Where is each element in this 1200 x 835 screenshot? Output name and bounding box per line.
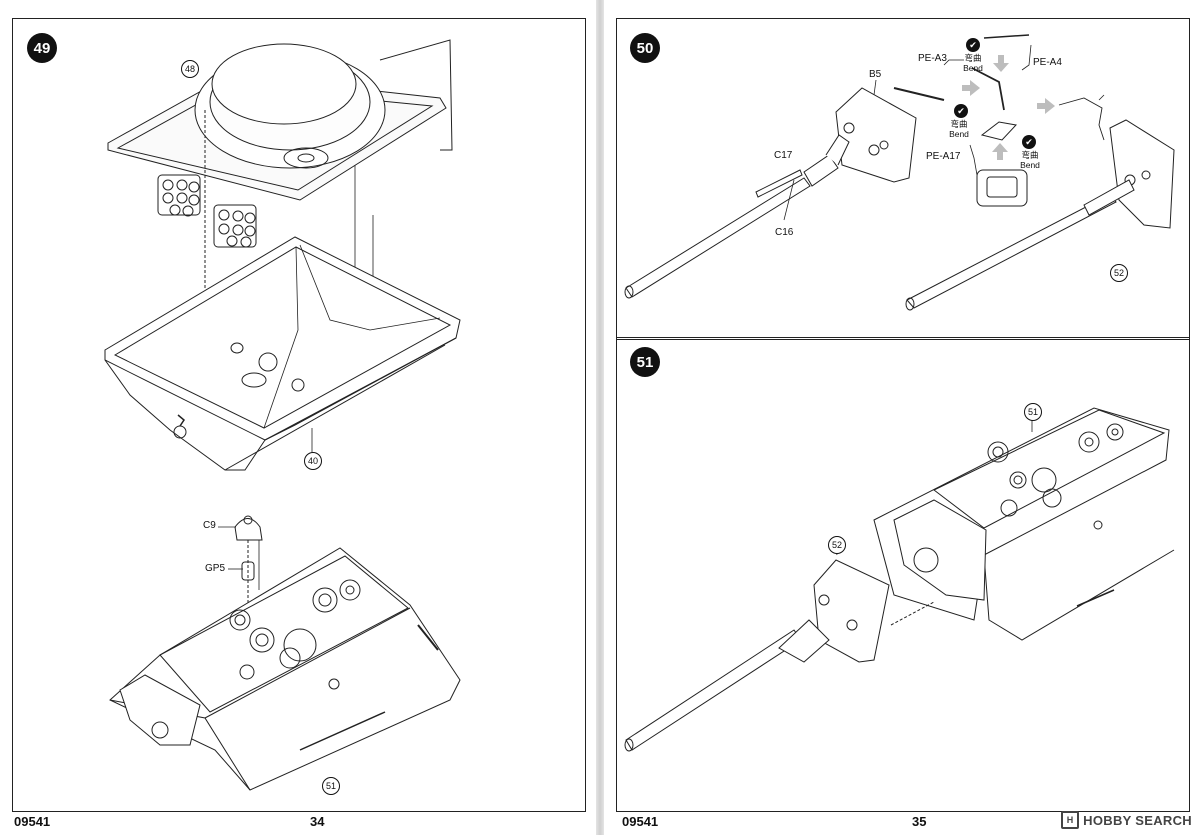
step-50-badge: 50 (630, 33, 660, 63)
part-51-callout-step51: 51 (1024, 403, 1042, 421)
hobby-search-watermark: H HOBBY SEARCH (1061, 811, 1192, 829)
part-52-callout-step50: 52 (1110, 264, 1128, 282)
step-49-badge: 49 (27, 33, 57, 63)
part-pe-a4-label: PE-A4 (1033, 57, 1062, 68)
step-50-51-drawing (624, 34, 1175, 752)
bend-check-icon: ✔ (966, 38, 980, 52)
bend-note-1: 弯曲 Bend (963, 53, 983, 73)
book-gutter (596, 0, 604, 835)
hobby-search-logo-icon: H (1061, 811, 1080, 829)
step-51-frame (616, 337, 1190, 812)
page-number: 34 (310, 814, 325, 829)
part-b5-label: B5 (869, 69, 882, 80)
part-c9-label: C9 (203, 520, 216, 531)
left-page: 49 (0, 0, 596, 835)
part-c17-label: C17 (774, 150, 793, 161)
product-code: 09541 (622, 814, 659, 829)
bend-check-icon: ✔ (1022, 135, 1036, 149)
part-48-callout: 48 (181, 60, 199, 78)
part-c16-label: C16 (775, 227, 794, 238)
part-40-callout: 40 (304, 452, 322, 470)
page-number: 35 (912, 814, 927, 829)
part-gp5-label: GP5 (205, 563, 226, 574)
bend-note-2: 弯曲 Bend (949, 119, 969, 139)
part-51-callout: 51 (322, 777, 340, 795)
step-51-badge: 51 (630, 347, 660, 377)
part-pe-a17-label: PE-A17 (926, 151, 961, 162)
part-52-callout-step51: 52 (828, 536, 846, 554)
step-49-frame (12, 18, 586, 812)
step-49-drawing (104, 39, 461, 791)
part-pe-a3-label: PE-A3 (918, 53, 947, 64)
product-code: 09541 (14, 814, 51, 829)
bend-note-3: 弯曲 Bend (1020, 150, 1040, 170)
step-50-frame (616, 18, 1190, 340)
bend-check-icon: ✔ (954, 104, 968, 118)
right-page: 50 51 (604, 0, 1200, 835)
